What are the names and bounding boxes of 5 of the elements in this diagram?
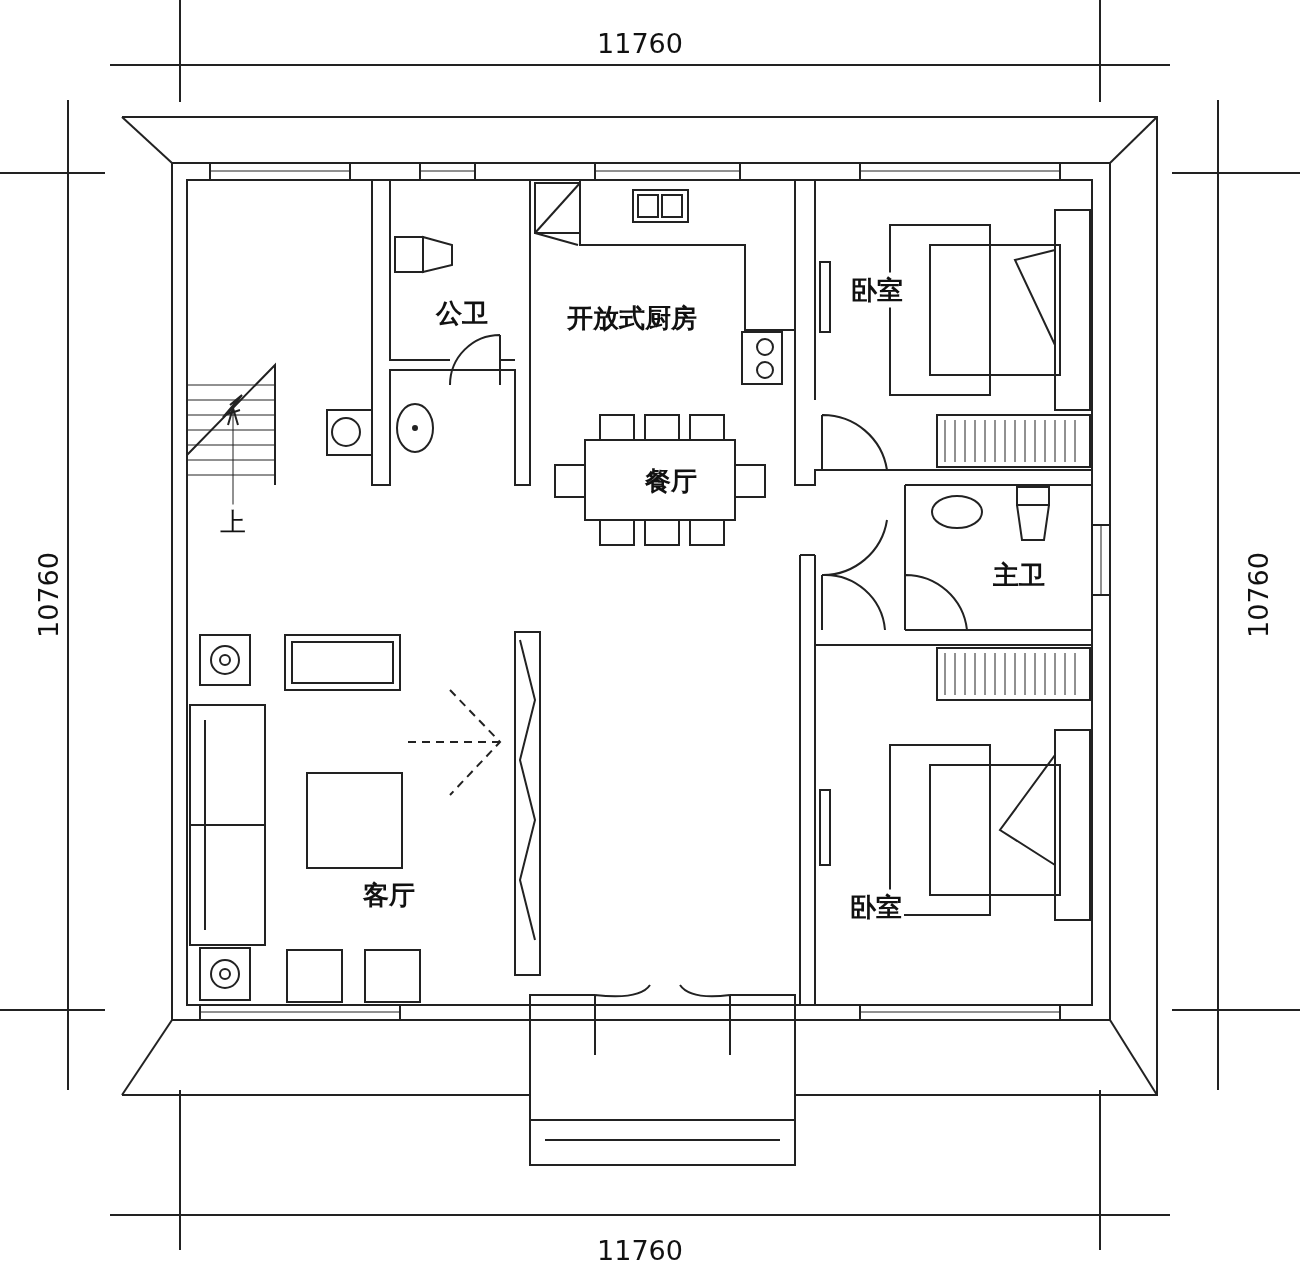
dimension-label: 11760 (597, 27, 683, 59)
dimension-label: 11760 (597, 1234, 683, 1266)
dimension-label: 10760 (1242, 552, 1274, 638)
dimension-label: 10760 (32, 552, 64, 638)
room-label: 卧室 (849, 272, 905, 308)
